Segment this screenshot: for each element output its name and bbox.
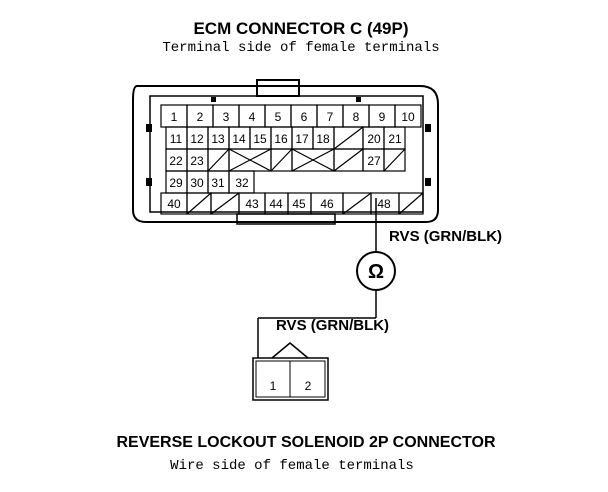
terminal-4: 4 [249, 110, 256, 124]
terminal-29: 29 [169, 176, 183, 190]
terminal-32: 32 [235, 176, 249, 190]
terminal-45: 45 [292, 197, 306, 211]
ohm-icon: Ω [368, 261, 384, 283]
terminal-31: 31 [211, 176, 225, 190]
terminal-6: 6 [301, 110, 308, 124]
terminal-18: 18 [316, 132, 330, 146]
terminal-3: 3 [223, 110, 230, 124]
solenoid-connector-subtitle: Wire side of female terminals [170, 458, 414, 474]
terminal-8: 8 [353, 110, 360, 124]
solenoid-terminal-1: 1 [270, 379, 277, 393]
ohmmeter: Ω [356, 251, 396, 291]
terminal-12: 12 [190, 132, 204, 146]
test-wire [257, 198, 377, 358]
terminal-5: 5 [275, 110, 282, 124]
terminal-1: 1 [171, 110, 178, 124]
solenoid-connector-title: REVERSE LOCKOUT SOLENOID 2P CONNECTOR [116, 434, 495, 451]
locking-marks [146, 97, 431, 186]
terminal-40: 40 [167, 197, 181, 211]
terminal-row-1 [160, 104, 422, 128]
solenoid-terminal-2: 2 [305, 379, 312, 393]
terminal-13: 13 [211, 132, 225, 146]
terminal-17: 17 [295, 132, 309, 146]
terminal-30: 30 [190, 176, 204, 190]
terminal-14: 14 [232, 132, 246, 146]
terminal-21: 21 [388, 132, 402, 146]
wire-label-lower: RVS (GRN/BLK) [276, 317, 389, 334]
ecm-connector-title: ECM CONNECTOR C (49P) [193, 19, 408, 38]
terminal-22: 22 [169, 154, 183, 168]
terminal-20: 20 [367, 132, 381, 146]
terminal-27: 27 [367, 154, 381, 168]
terminal-15: 15 [253, 132, 267, 146]
terminal-7: 7 [327, 110, 334, 124]
ecm-connector-subtitle: Terminal side of female terminals [162, 40, 439, 56]
terminal-16: 16 [274, 132, 288, 146]
terminal-43: 43 [245, 197, 259, 211]
terminal-11: 11 [170, 132, 183, 146]
terminal-46: 46 [320, 197, 334, 211]
terminal-44: 44 [269, 197, 283, 211]
terminal-10: 10 [401, 110, 415, 124]
terminal-9: 9 [379, 110, 386, 124]
terminal-23: 23 [190, 154, 204, 168]
solenoid-connector-housing [252, 342, 329, 401]
terminal-48: 48 [377, 197, 391, 211]
wire-label-upper: RVS (GRN/BLK) [389, 228, 502, 245]
terminal-2: 2 [197, 110, 204, 124]
terminal-row-5 [160, 192, 424, 215]
